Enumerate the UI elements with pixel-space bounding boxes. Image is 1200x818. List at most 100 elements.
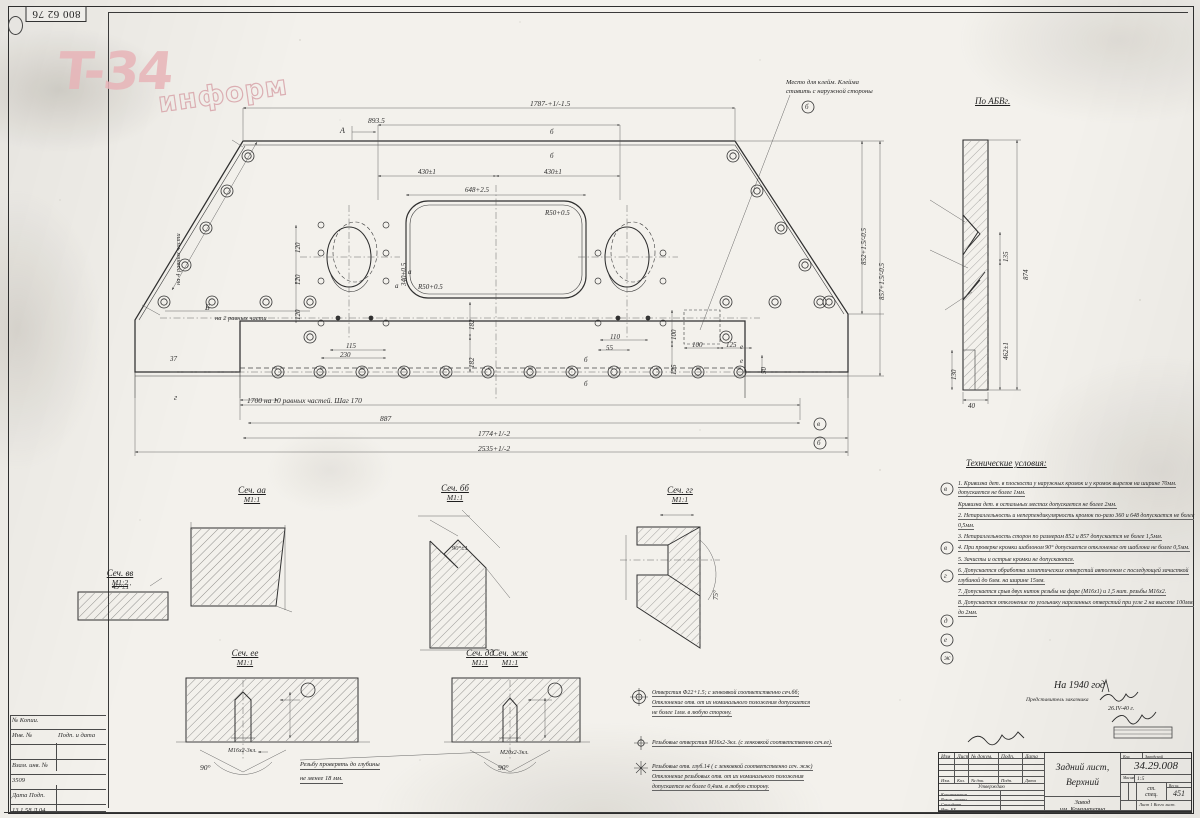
tb-r4c2 bbox=[955, 771, 969, 777]
tb-hdr-izm: Изм. bbox=[939, 777, 955, 784]
tb-r4c4 bbox=[999, 771, 1023, 777]
balloon-b-top: б bbox=[805, 103, 809, 111]
dim-side-135: 135 bbox=[1002, 251, 1010, 263]
tb-r1c3: № докум. bbox=[969, 753, 999, 759]
tech-item: 7. Допускается срыв двух ниток резьбы на… bbox=[958, 589, 1167, 597]
section-bb-title: Сеч. бб М1:1 bbox=[441, 483, 469, 502]
thread-depth-note: Резьбу проверять до глубины не менее 18 … bbox=[300, 760, 380, 787]
tb-staff-2-sig bbox=[1001, 801, 1045, 806]
drawing-balloons bbox=[801, 100, 827, 450]
tb-r3c1 bbox=[939, 765, 955, 771]
tb-staff-0-sig bbox=[1001, 791, 1045, 796]
tech-conditions: Технические условия: bbox=[960, 458, 1198, 468]
tb-hdr-kol: Кол. bbox=[955, 777, 969, 784]
dimension-lines-top bbox=[242, 107, 736, 200]
left-table-row: 13.1.58 Д.04 bbox=[10, 805, 106, 818]
left-table-row: 3509 bbox=[10, 775, 106, 790]
tb-staff-0: Конструктор bbox=[939, 791, 1001, 796]
tb-part-name-line1: Задний лист, bbox=[1055, 763, 1110, 773]
section-aa-geometry bbox=[190, 522, 293, 613]
dim-bottom-row: 37 bbox=[170, 355, 177, 363]
catalog-stamp-circle bbox=[8, 16, 23, 35]
section-zhzh-title: Сеч. жж М1:1 bbox=[492, 648, 528, 667]
tech-item: 3. Непараллельность сторон по размерам 8… bbox=[958, 534, 1163, 542]
section-mark-b3: б bbox=[584, 356, 588, 364]
dim-overall-top: 1787-+1/-1.5 bbox=[530, 99, 571, 108]
view-arrow-B: Б bbox=[205, 303, 210, 312]
tb-r2c5 bbox=[1023, 759, 1045, 765]
bottom-note-1: Отверстия Ф22+1.5; с зенковкой соответст… bbox=[652, 690, 810, 717]
tech-condition-balloons bbox=[940, 482, 954, 665]
left-slope-dims bbox=[141, 139, 310, 316]
section-mark-e2: е bbox=[740, 357, 744, 365]
tech-item: 4. При проверке кромки шаблоном 90° допу… bbox=[958, 545, 1190, 553]
tb-hdr-doc: № док. bbox=[969, 777, 999, 784]
hole-star-icon bbox=[634, 761, 648, 775]
tech-item: 2. Непараллельность и неперпендикулярнос… bbox=[958, 513, 1195, 530]
dim-opening-height: 340±0.5 bbox=[400, 262, 408, 286]
tb-part-name-line2: Верхний bbox=[1065, 778, 1099, 788]
left-table-row: № Копии. bbox=[10, 715, 106, 730]
section-ee-geometry bbox=[176, 677, 370, 775]
tech-item: 8. Допускается отклонение по угольнику н… bbox=[958, 600, 1195, 617]
dim-1774: 1774+1/-2 bbox=[478, 429, 511, 438]
dim-left-div4: на 4 равных части bbox=[175, 233, 182, 285]
tech-item: 5. Зачисты и острые кромки не допускаютс… bbox=[958, 556, 1075, 564]
tb-scale-label: Масштаб bbox=[1121, 775, 1135, 783]
balloon-v: в bbox=[944, 485, 948, 493]
section-bb-geometry bbox=[418, 509, 511, 651]
section-mark-a2: а bbox=[395, 282, 399, 290]
section-vv-geometry bbox=[77, 577, 169, 621]
left-table-row: Взам. инв. № bbox=[10, 760, 106, 775]
tb-staff-3-sig bbox=[1001, 806, 1045, 811]
tb-part-name: Задний лист, Верхний bbox=[1045, 753, 1121, 797]
bottom-note-3: Резьбовые отв. глуб.14 ( с зенковкой соо… bbox=[652, 764, 813, 791]
tb-r3c3 bbox=[969, 765, 999, 771]
dim-v120c: 120 bbox=[294, 309, 302, 321]
tb-spare-1 bbox=[1121, 801, 1137, 811]
tb-material-label-2 bbox=[1129, 783, 1137, 801]
dim-thread-m20: М20х2-3кл. bbox=[500, 750, 529, 756]
tb-scale-value: 1:5 bbox=[1135, 775, 1191, 783]
approval-year: На 1940 год bbox=[1054, 680, 1106, 691]
dim-sec-gg-75: 75° bbox=[712, 590, 720, 600]
tb-staff-2: Стандарт. bbox=[939, 801, 1001, 806]
dimension-lines-bottom bbox=[134, 398, 849, 456]
tb-utverzhdeno: Утверждаю bbox=[939, 784, 1045, 791]
sheet-frame-top bbox=[108, 12, 1188, 13]
tb-r3c4 bbox=[999, 765, 1023, 771]
dim-side-874: 874 bbox=[1022, 269, 1030, 281]
dim-pitch-left: 430±1 bbox=[418, 168, 436, 176]
dim-sec-bb-90: 90°±1 bbox=[452, 545, 468, 552]
section-mark-a1: а bbox=[408, 268, 412, 276]
dim-corner-radius: R50+0.5 bbox=[545, 209, 570, 217]
tb-r2c1 bbox=[939, 759, 955, 765]
dim-side-40: 40 bbox=[968, 402, 975, 410]
tb-drawing-number: 34.29.008 bbox=[1121, 759, 1191, 775]
sheet-frame-inner bbox=[108, 12, 1189, 808]
tb-factory: Завод им. Коминтерна bbox=[1045, 797, 1121, 811]
centre-lines bbox=[160, 185, 840, 400]
dim-893: 893.5 bbox=[368, 116, 385, 125]
hole-target-icon bbox=[630, 688, 648, 706]
section-dd-title: Сеч. дд М1:1 bbox=[466, 648, 494, 667]
tb-r4c1 bbox=[939, 771, 955, 777]
section-mark-b4: б bbox=[584, 380, 588, 388]
tb-factory-line1: Завод bbox=[1074, 799, 1091, 806]
side-view-title: По АБВг. bbox=[975, 96, 1011, 106]
dim-50: 50 bbox=[760, 367, 768, 374]
dim-v120a: 120 bbox=[294, 242, 302, 254]
tb-material-value: ст. спец. bbox=[1137, 783, 1167, 801]
tb-weight-label: Вес кг. bbox=[1167, 783, 1191, 788]
approval-rep-label: Представитель заказчика bbox=[1026, 697, 1089, 703]
dim-v182b: 182 bbox=[468, 357, 476, 369]
tb-r1c1: Изм bbox=[939, 753, 955, 759]
bottom-note-symbols bbox=[630, 688, 648, 775]
tb-r2c2 bbox=[955, 759, 969, 765]
balloon-b-bottom: б bbox=[817, 439, 821, 447]
section-gg-title: Сеч. гг М1:1 bbox=[667, 485, 693, 504]
